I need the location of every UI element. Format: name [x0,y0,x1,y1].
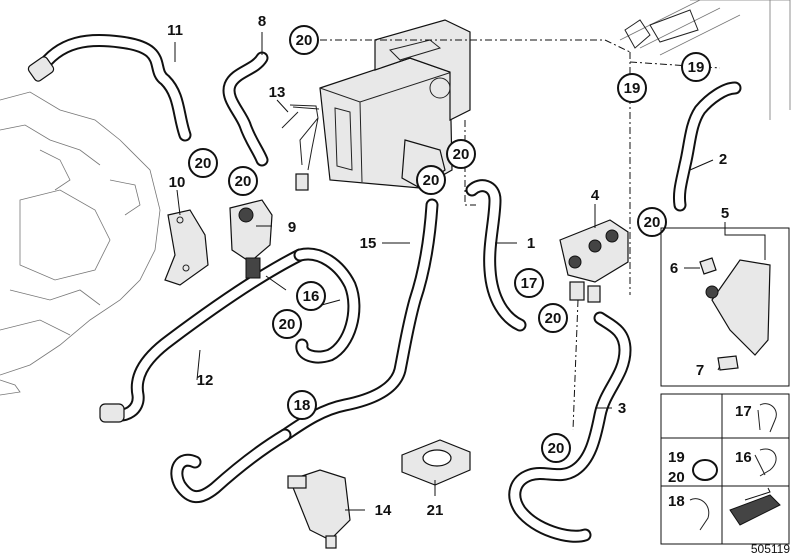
legend-17: 17 [735,403,752,420]
svg-text:20: 20 [235,173,252,190]
callout-1: 1 [527,235,535,252]
callout-11: 11 [167,22,183,39]
callout-14: 14 [375,502,392,519]
circled-callout-20: 20 [272,309,302,339]
hose-15 [278,198,439,442]
svg-text:20: 20 [545,310,562,327]
circled-callout-18: 18 [287,390,317,420]
clamp-legend: 17 19 20 16 18 [660,393,790,545]
svg-text:16: 16 [303,288,320,305]
valve-block-4 [559,219,629,303]
circled-callout-19: 19 [681,52,711,82]
legend-18: 18 [668,493,685,510]
callout-7: 7 [696,362,704,379]
legend-20: 20 [668,469,685,486]
hose-11 [27,33,192,142]
circled-callout-20: 20 [416,165,446,195]
engine-block-outline [0,91,161,396]
hose-18 [170,428,292,504]
svg-text:19: 19 [688,59,705,76]
drawing-reference-number: 505119 [751,542,790,556]
auxiliary-heater-unit [319,19,471,189]
svg-text:20: 20 [453,146,470,163]
circled-callout-20: 20 [541,433,571,463]
callout-2: 2 [719,151,727,168]
callout-10: 10 [169,174,186,191]
circled-callout-16: 16 [296,281,326,311]
holder-21 [401,439,471,486]
hose-1 [465,179,527,332]
circled-callout-20: 20 [289,25,319,55]
hose-16-loop [293,247,361,364]
callout-21: 21 [427,502,444,519]
callout-12: 12 [197,372,214,389]
hose-2 [673,81,742,212]
circled-callout-20: 20 [228,166,258,196]
circled-callout-19: 19 [617,73,647,103]
callout-5: 5 [721,205,729,222]
hose-12 [99,248,307,423]
callout-4: 4 [591,187,600,204]
legend-16: 16 [735,449,752,466]
hose-3 [508,311,632,543]
wiring-harness-13 [281,104,320,191]
svg-text:20: 20 [423,172,440,189]
svg-text:20: 20 [296,32,313,49]
svg-text:17: 17 [521,275,538,292]
svg-text:20: 20 [279,316,296,333]
circled-callout-20: 20 [446,139,476,169]
radiator-outline [619,0,791,120]
circled-callout-20: 20 [637,207,667,237]
hose-8 [222,51,269,167]
callout-6: 6 [670,260,678,277]
callout-3: 3 [618,400,626,417]
svg-text:18: 18 [294,397,311,414]
callout-9: 9 [288,219,296,236]
svg-text:20: 20 [195,155,212,172]
svg-text:20: 20 [644,214,661,231]
svg-text:20: 20 [548,440,565,457]
callout-15: 15 [360,235,377,252]
detail-box-5 [660,227,790,387]
callout-13: 13 [269,84,286,101]
electric-pump-14 [287,469,351,549]
legend-19: 19 [668,449,685,466]
svg-text:19: 19 [624,80,641,97]
circled-callout-17: 17 [514,268,544,298]
circled-callout-20: 20 [188,148,218,178]
callout-8: 8 [258,13,266,30]
water-pump-9 [229,199,273,279]
circled-callout-20: 20 [538,303,568,333]
bracket-10 [164,209,209,286]
